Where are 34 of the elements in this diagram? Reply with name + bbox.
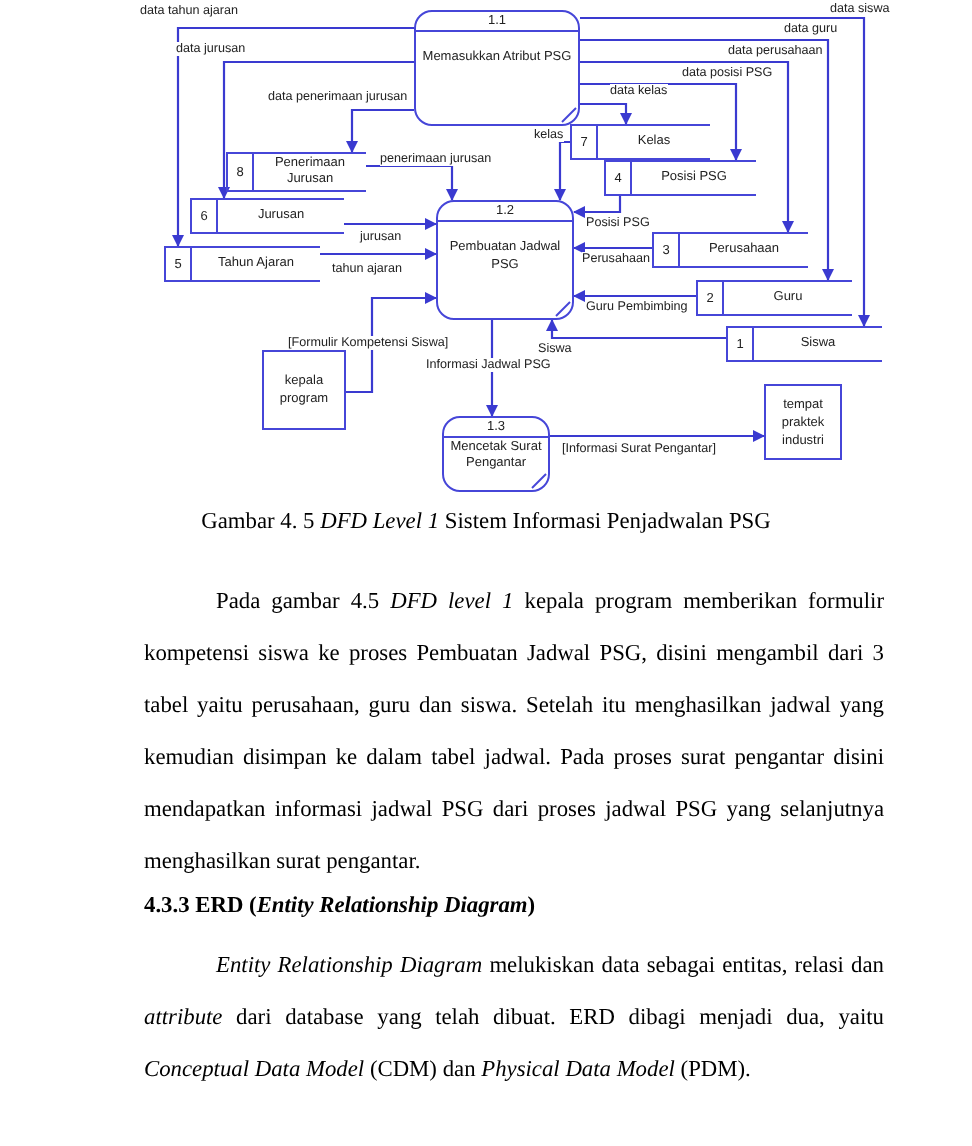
arrow (580, 60, 794, 233)
data-store (226, 152, 366, 192)
arrow (580, 16, 870, 327)
data-store (190, 198, 344, 234)
arrow (580, 102, 632, 125)
arrow (218, 60, 414, 199)
arrow (573, 290, 696, 302)
process-box (414, 10, 580, 126)
arrow (344, 218, 437, 230)
data-store (652, 232, 808, 268)
figure-caption: Gambar 4. 5 DFD Level 1 Sistem Informasi Penjadwalan PSG (199, 510, 773, 534)
arrow (580, 38, 834, 281)
paragraph: Pada gambar 4.5 DFD level 1 kepala program memberikan formulir kompetensi siswa ke proses Pembuatan Jadwal PSG, disini mengambil dari 3 tabel yaitu perusahaan, guru dan siswa. Setelah itu menghasilkan jadwal yang kemudian disimpan ke dalam tabel jadwal. Pada proses surat pengantar disini mendapatkan informasi jadwal PSG dari proses jadwal PSG yang selanjutnya menghasilkan surat pengantar. (144, 588, 884, 878)
data-store (726, 326, 882, 362)
arrow (172, 26, 414, 247)
paragraph: Entity Relationship Diagram melukiskan data sebagai entitas, relasi dan attribute dari database yang telah dibuat. ERD dibagi menjadi dua, yaitu Conceptual Data Model (CDM) dan Physical Data Model (PDM). (144, 952, 884, 1086)
process-box (442, 416, 550, 492)
data-store (570, 124, 710, 160)
section-heading: 4.3.3 ERD (Entity Relationship Diagram) (144, 894, 536, 918)
arrow (550, 430, 765, 442)
arrow (546, 319, 726, 340)
arrow (573, 242, 652, 254)
data-store (164, 246, 320, 282)
arrow (580, 82, 742, 161)
data-store (604, 160, 756, 196)
arrow (320, 248, 437, 260)
arrow (573, 196, 622, 218)
arrow (366, 164, 458, 201)
data-store (696, 280, 852, 316)
arrow (346, 292, 437, 394)
process-box (436, 200, 574, 320)
arrow (486, 320, 498, 417)
arrow (346, 108, 414, 153)
arrow (554, 140, 570, 201)
